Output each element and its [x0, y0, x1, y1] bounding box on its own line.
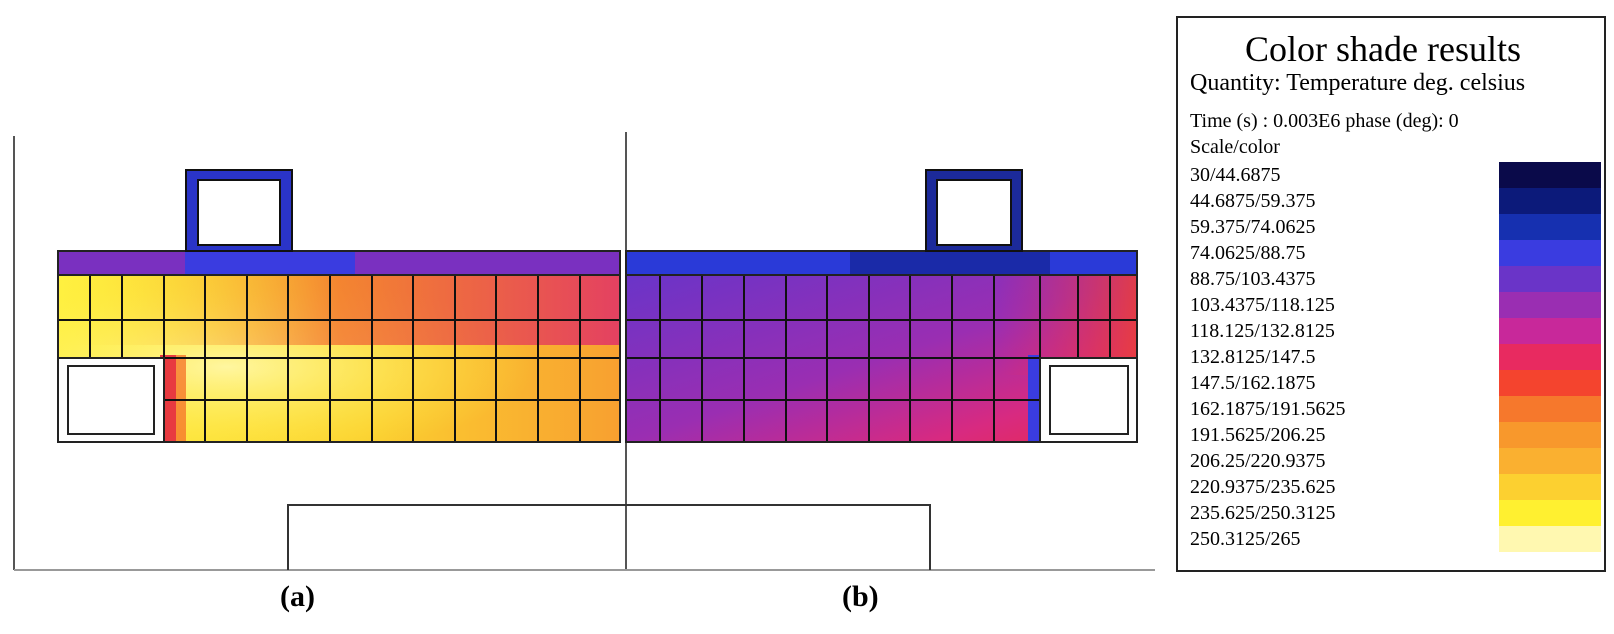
legend-color-swatch [1499, 214, 1601, 240]
color-legend: Color shade results Quantity: Temperatur… [1176, 16, 1606, 572]
panel-b-model [625, 169, 1138, 443]
legend-range-label: 132.8125/147.5 [1190, 346, 1316, 368]
legend-time: Time (s) : 0.003E6 phase (deg): 0 [1190, 110, 1459, 132]
legend-color-swatch [1499, 474, 1601, 500]
legend-color-swatch [1499, 448, 1601, 474]
legend-quantity: Quantity: Temperature deg. celsius [1190, 70, 1526, 96]
legend-color-swatch [1499, 162, 1601, 188]
legend-color-swatch [1499, 500, 1601, 526]
legend-color-swatch [1499, 240, 1601, 266]
legend-color-swatch [1499, 188, 1601, 214]
panel-a-label: (a) [280, 580, 315, 613]
panel-a-model [57, 169, 621, 443]
legend-range-label: 162.1875/191.5625 [1190, 398, 1346, 420]
legend-range-label: 235.625/250.3125 [1190, 502, 1336, 524]
legend-range-label: 103.4375/118.125 [1190, 294, 1335, 316]
legend-color-swatch [1499, 292, 1601, 318]
legend-color-swatch [1499, 370, 1601, 396]
legend-range-list: 30/44.6875 44.6875/59.375 59.375/74.0625 74… [1190, 162, 1346, 552]
legend-color-swatch [1499, 526, 1601, 552]
legend-range-label: 191.5625/206.25 [1190, 424, 1326, 446]
legend-color-swatch [1499, 318, 1601, 344]
legend-color-bar [1499, 162, 1601, 552]
legend-range-label: 88.75/103.4375 [1190, 268, 1316, 290]
lower-rectangle [287, 504, 931, 570]
legend-range-label: 44.6875/59.375 [1190, 190, 1316, 212]
legend-range-label: 147.5/162.1875 [1190, 372, 1316, 394]
legend-range-label: 220.9375/235.625 [1190, 476, 1336, 498]
legend-range-label: 74.0625/88.75 [1190, 242, 1306, 264]
legend-color-swatch [1499, 422, 1601, 448]
legend-range-label: 30/44.6875 [1190, 164, 1281, 186]
legend-range-label: 118.125/132.8125 [1190, 320, 1335, 342]
legend-range-label: 59.375/74.0625 [1190, 216, 1316, 238]
legend-color-swatch [1499, 396, 1601, 422]
legend-range-label: 206.25/220.9375 [1190, 450, 1326, 472]
panel-b-label: (b) [842, 580, 879, 613]
legend-scale-header: Scale/color [1190, 136, 1280, 158]
legend-color-swatch [1499, 266, 1601, 292]
legend-range-label: 250.3125/265 [1190, 528, 1301, 550]
thermal-field-figure [13, 132, 1155, 571]
legend-title: Color shade results [1245, 29, 1521, 69]
legend-color-swatch [1499, 344, 1601, 370]
